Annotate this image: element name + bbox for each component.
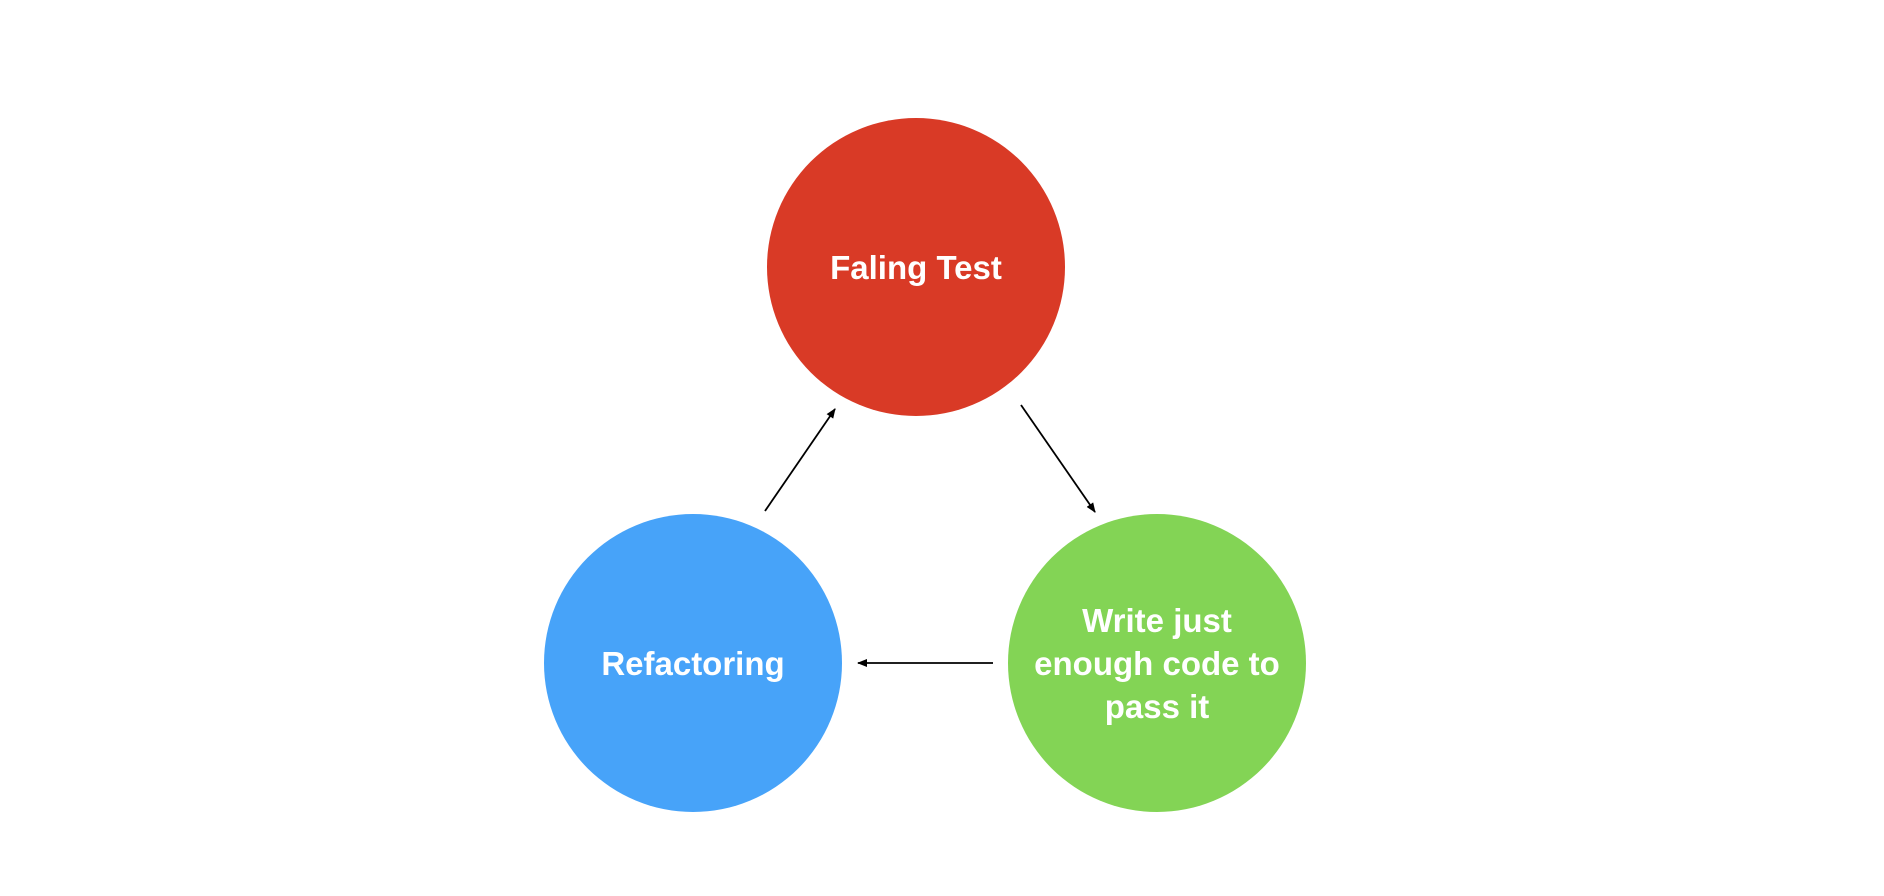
arrow-refactor-to-failing xyxy=(764,408,836,512)
arrow-failing-to-write xyxy=(1020,404,1096,513)
failing-test-label: Faling Test xyxy=(830,248,1002,286)
refactoring-label: Refactoring xyxy=(601,644,785,682)
failing-test-node: Faling Test xyxy=(767,118,1065,416)
refactoring-node: Refactoring xyxy=(544,514,842,812)
write-code-label: Write just enough code to pass it xyxy=(1034,601,1280,725)
write-code-node: Write just enough code to pass it xyxy=(1008,514,1306,812)
